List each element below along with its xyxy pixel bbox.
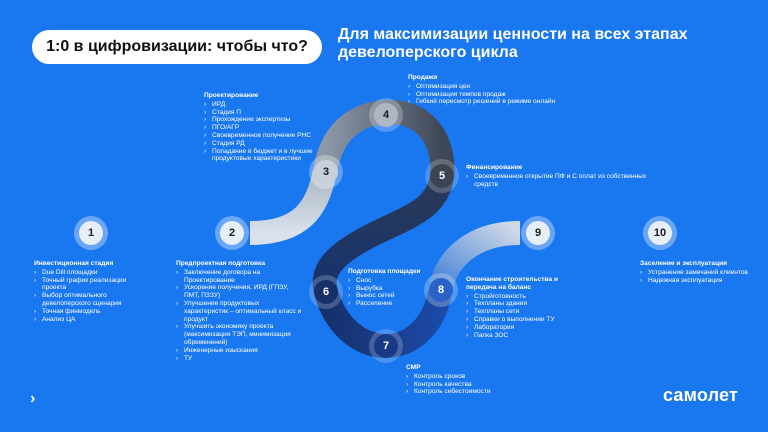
list-item: Справки о выполнении ТУ xyxy=(466,316,578,324)
list-item: Контроль качества xyxy=(406,381,526,389)
stage-financing: Финансирование Своевременное открытие ПФ… xyxy=(466,164,662,188)
node-4: 4 xyxy=(369,98,403,132)
stage-header: Подготовка площадки xyxy=(348,268,421,275)
list-item: Улучшить экономику проекта (максимизация… xyxy=(176,323,304,346)
node-number: 2 xyxy=(229,227,235,239)
list-item: Техпланы здания xyxy=(466,300,578,308)
brand-logo: самолет xyxy=(662,385,738,405)
list-item: Вырубка xyxy=(348,285,432,293)
stage-header: Заселение и эксплуатация xyxy=(640,260,728,267)
stage-site-prep: Подготовка площадки Снос Вырубка Вынос с… xyxy=(348,268,432,308)
node-number: 6 xyxy=(323,286,329,298)
list-item: Ускорение получения, ИРД (ГПЗУ, ПМТ, ПЗЗ… xyxy=(176,284,304,300)
stage-pre-project: Предпроектная подготовка Заключение дого… xyxy=(176,260,304,362)
node-number: 7 xyxy=(383,340,389,352)
list-item: Надежная эксплуатация xyxy=(640,277,752,285)
stage-header: Инвестиционная стадия xyxy=(34,260,114,267)
stage-header: Окончание строительства и передача на ба… xyxy=(466,276,558,291)
node-7: 7 xyxy=(369,329,403,363)
list-item: Вынос сетей xyxy=(348,292,432,300)
node-2: 2 xyxy=(215,216,249,250)
stage-header: Продажи xyxy=(408,74,438,81)
stage-operation: Заселение и эксплуатация Устранение заме… xyxy=(640,260,752,284)
node-5: 5 xyxy=(425,159,459,193)
list-item: Гибкий пересмотр решений в режиме онлайн xyxy=(408,98,578,106)
stage-completion: Окончание строительства и передача на ба… xyxy=(466,276,578,339)
chevron-right-icon: › xyxy=(30,390,36,407)
list-item: Устранение замечаний клиентов xyxy=(640,269,752,277)
list-item: Оптимизация цен xyxy=(408,83,578,91)
list-item: Стройготовность xyxy=(466,293,578,301)
list-item: Контроль сроков xyxy=(406,373,526,381)
stage-header: Проектирование xyxy=(204,92,259,99)
page-title: 1:0 в цифровизации: чтобы что? xyxy=(32,30,322,64)
list-item: Попадание в бюджет и в лучшие продуктовы… xyxy=(204,148,352,164)
node-6: 6 xyxy=(309,275,343,309)
list-item: Анализ ЦА xyxy=(34,316,152,324)
list-item: Инженерные изыскания xyxy=(176,347,304,355)
list-item: Снос xyxy=(348,277,432,285)
page-subtitle: Для максимизации ценности на всех этапах… xyxy=(338,26,688,61)
node-9: 9 xyxy=(521,216,555,250)
list-item: Улучшение продуктовых характеристик – оп… xyxy=(176,300,304,323)
list-item: Точный график реализации проекта xyxy=(34,277,152,293)
list-item: Своевременное открытие ПФ и С оплат из с… xyxy=(466,173,662,189)
stage-design: Проектирование ИРД Стадия П Прохождение … xyxy=(204,92,352,163)
list-item: Прохождение экспертизы xyxy=(204,116,352,124)
list-item: Оптимизация темпов продаж xyxy=(408,91,578,99)
stage-header: СМР xyxy=(406,364,421,371)
list-item: Выбор оптимального девелоперского сценар… xyxy=(34,292,152,308)
list-item: Due Dill площадки xyxy=(34,269,152,277)
stage-header: Предпроектная подготовка xyxy=(176,260,266,267)
list-item: Папка ЗОС xyxy=(466,332,578,340)
node-10: 10 xyxy=(643,216,677,250)
list-item: Лаборатория xyxy=(466,324,578,332)
list-item: Точная финмодель xyxy=(34,308,152,316)
node-number: 9 xyxy=(535,227,541,239)
node-number: 3 xyxy=(323,166,329,178)
node-number: 8 xyxy=(438,284,444,296)
node-3: 3 xyxy=(309,155,343,189)
list-item: Расселение xyxy=(348,300,432,308)
node-number: 10 xyxy=(654,227,666,239)
track-segment-diagonal xyxy=(312,173,454,296)
stage-investment: Инвестиционная стадия Due Dill площадки … xyxy=(34,260,152,323)
list-item: ТУ xyxy=(176,355,304,363)
list-item: Заключение договора на Проектирование xyxy=(176,269,304,285)
stage-header: Финансирование xyxy=(466,164,523,171)
list-item: Техпланы сети xyxy=(466,308,578,316)
node-8: 8 xyxy=(424,273,458,307)
node-number: 5 xyxy=(439,170,445,182)
node-number: 4 xyxy=(383,109,390,121)
list-item: ПГО/АГР xyxy=(204,124,352,132)
list-item: Стадия РД xyxy=(204,140,352,148)
node-1: 1 xyxy=(74,216,108,250)
list-item: Своевременное получение РНС xyxy=(204,132,352,140)
list-item: Контроль себестоимости xyxy=(406,388,526,396)
list-item: Стадия П xyxy=(204,109,352,117)
stage-construction: СМР Контроль сроков Контроль качества Ко… xyxy=(406,364,526,396)
list-item: ИРД xyxy=(204,101,352,109)
node-number: 1 xyxy=(88,227,94,239)
stage-sales: Продажи Оптимизация цен Оптимизация темп… xyxy=(408,74,578,106)
